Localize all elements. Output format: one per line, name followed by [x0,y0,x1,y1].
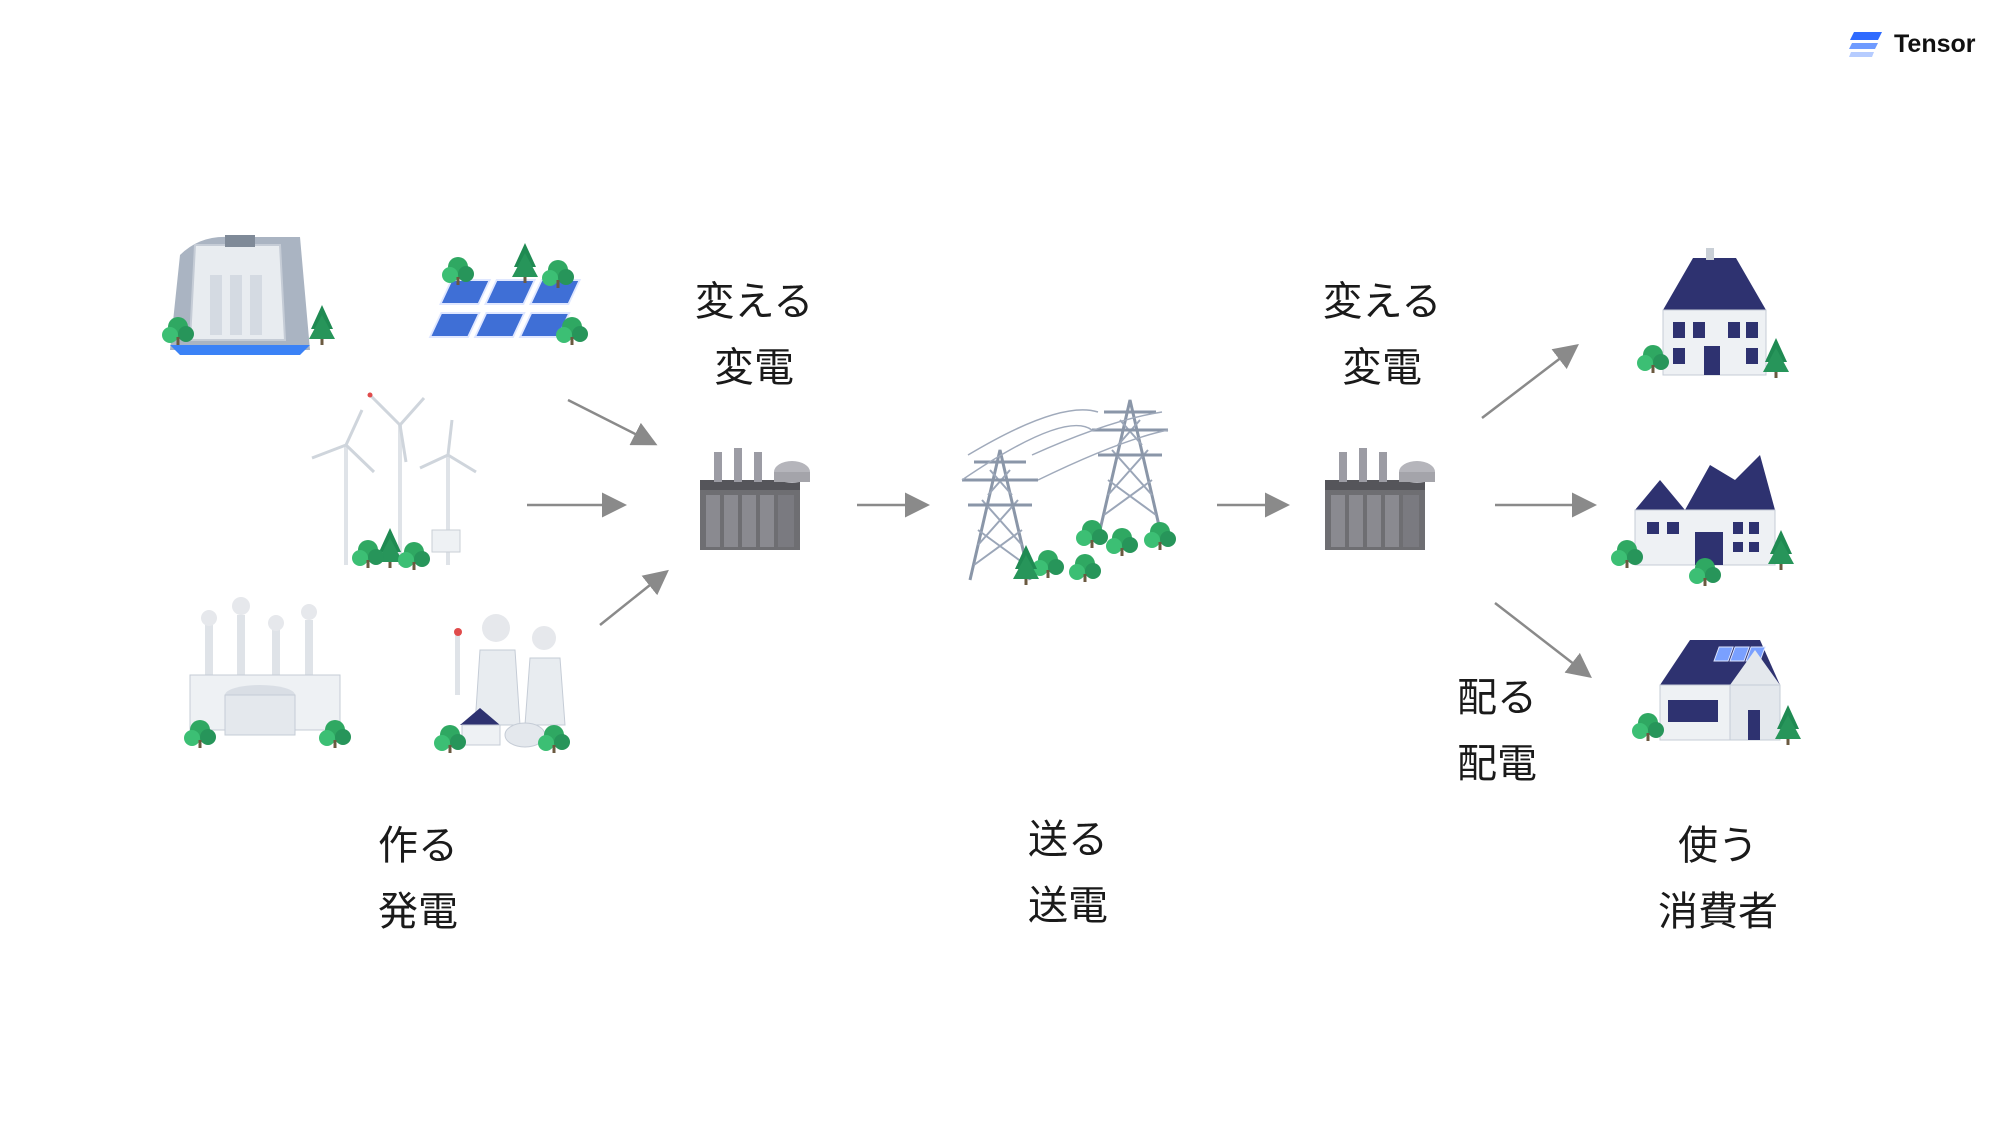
arrow-to-house [1481,343,1579,419]
transformer-icon [700,448,810,550]
arrow-to-solar-house [1494,602,1592,679]
factory-icon [1611,455,1794,586]
label-transform-1-verb: 変える [694,279,814,325]
label-transform-2-verb: 変える [1322,279,1442,325]
label-transform-1-noun: 変電 [714,345,794,391]
label-generate-verb: 作る [378,823,458,869]
label-generate: 作る 発電 [308,826,528,932]
label-consume: 使う 消費者 [1608,826,1828,932]
label-distribute-verb: 配る [1457,675,1537,721]
solar-panels-icon [428,243,588,345]
label-transmit: 送る 送電 [958,820,1178,926]
brand-name: Tensor [1894,29,1976,58]
label-distribute: 配る 配電 [1387,678,1607,784]
hydro-dam-icon [162,235,335,355]
label-transmit-noun: 送電 [1028,883,1108,929]
brand-logo: Tensor [1848,24,1976,64]
house-icon [1637,248,1789,378]
wind-turbines-icon [311,392,477,570]
label-transmit-verb: 送る [1028,817,1108,863]
label-distribute-noun: 配電 [1457,741,1537,787]
arrow-gen-bottom [599,569,669,626]
thermal-plant-icon [184,597,351,748]
label-transform-1: 変える 変電 [644,282,864,388]
label-transform-2-noun: 変電 [1342,345,1422,391]
solar-house-icon [1632,640,1801,745]
tensor-logo-icon [1849,32,1882,57]
label-consume-verb: 使う [1678,823,1758,869]
label-generate-noun: 発電 [378,889,458,935]
label-consume-noun: 消費者 [1658,889,1778,935]
arrow-gen-top [567,398,658,446]
power-tower-icon [960,398,1176,585]
transformer-icon-2 [1325,448,1435,550]
label-transform-2: 変える 変電 [1272,282,1492,388]
nuclear-plant-icon [434,614,570,753]
